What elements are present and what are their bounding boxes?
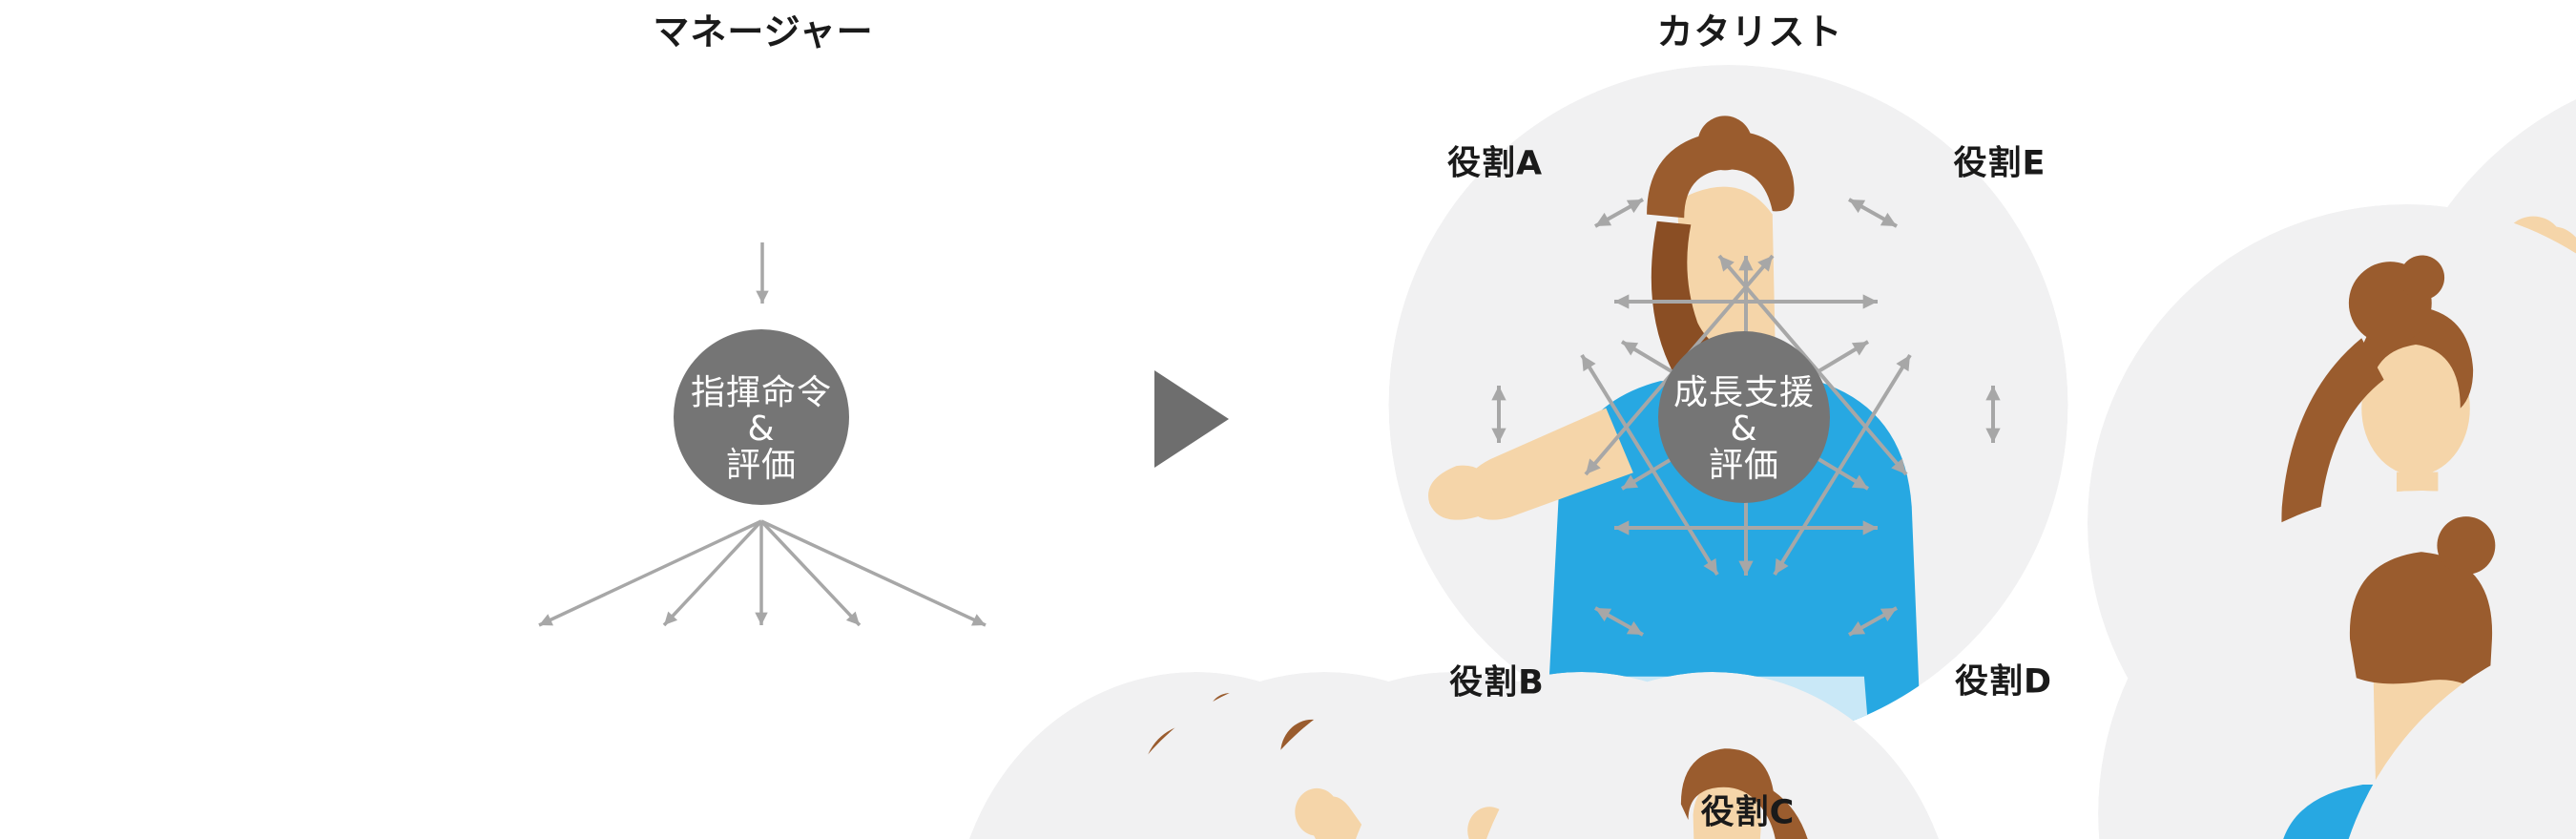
arrow-role-b-role-c: [1594, 606, 1644, 637]
command-hub-line1: 指揮命令: [690, 373, 833, 412]
triangle-right-icon: [1154, 370, 1229, 468]
left-diagram-title: マネージャー: [653, 10, 874, 53]
growth-hub-line2: &: [1730, 409, 1758, 449]
command-hub-text: 指揮命令 & 評価: [691, 375, 832, 484]
role-b-label: 役割B: [1449, 663, 1545, 703]
growth-hub-line3: 評価: [1708, 446, 1780, 485]
arrow-catalyst-role-e: [1848, 198, 1898, 228]
role-e-label: 役割E: [1953, 144, 2046, 183]
growth-hub-text: 成長支援 & 評価: [1673, 375, 1815, 484]
manager-hierarchy: [538, 65, 2067, 839]
role-d-label: 役割D: [1954, 662, 2053, 702]
role-c-label: 役割C: [1700, 793, 1796, 832]
command-hub-circle: [674, 329, 849, 505]
arrow-hub-to-member-4: [759, 519, 862, 627]
arrow-hub-to-member-1: [538, 519, 762, 627]
command-fan-arrows: [538, 519, 987, 627]
arrow-hub-to-member-2: [662, 519, 763, 627]
command-hub-line3: 評価: [725, 446, 798, 485]
right-diagram-title: カタリスト: [1656, 10, 1843, 53]
command-hub-line2: &: [747, 409, 776, 449]
catalyst-network: [1491, 65, 2576, 839]
growth-hub-line1: 成長支援: [1672, 373, 1816, 412]
role-a-label: 役割A: [1446, 144, 1544, 183]
arrow-role-d-role-c: [1848, 606, 1898, 637]
growth-hub-circle: [1658, 331, 1830, 503]
arrow-catalyst-role-a: [1594, 198, 1644, 228]
arrow-hub-to-member-5: [760, 519, 987, 627]
